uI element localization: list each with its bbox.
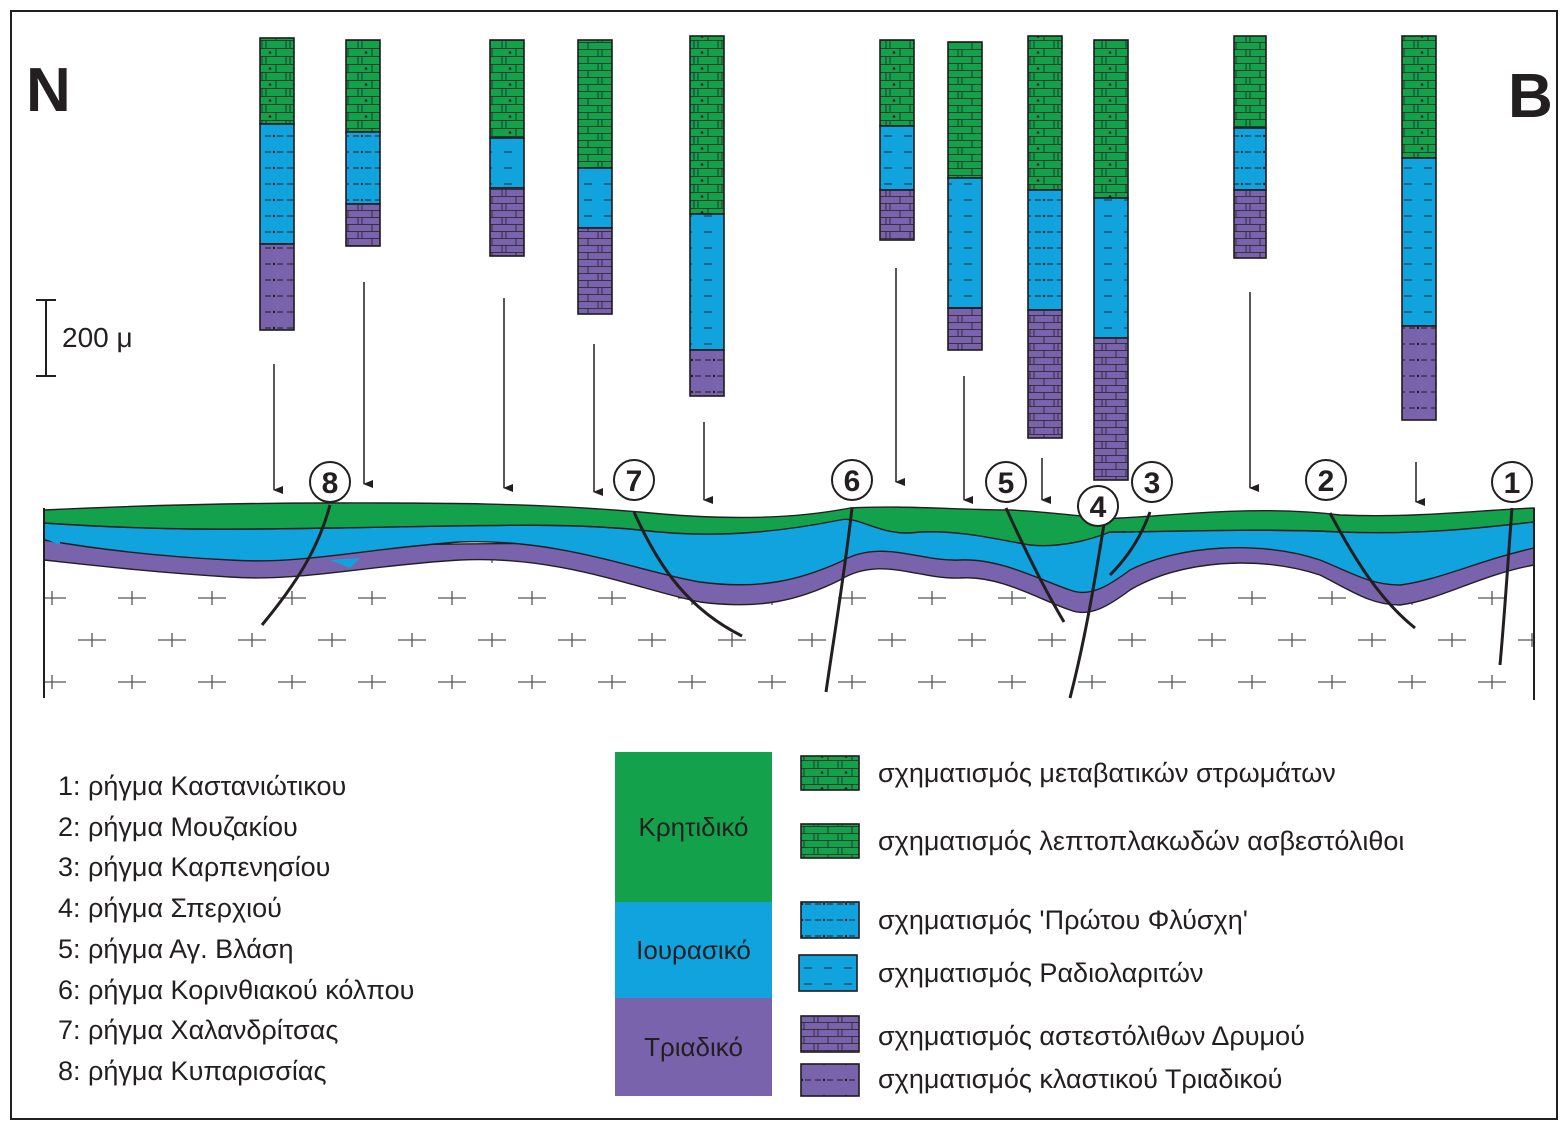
strat-column-2 [345, 39, 381, 247]
scale-bar [36, 299, 56, 377]
legend-swatch-first-flysch [800, 901, 860, 939]
strat-column-1 [259, 37, 295, 331]
fault-legend-item: 6: ρήγμα Κορινθιακού κόλπου [58, 974, 415, 1005]
svg-text:1: 1 [1504, 467, 1521, 500]
legend-swatch-radiolarites [798, 954, 858, 992]
fault-legend-item: 2: ρήγμα Μουζακίου [58, 811, 298, 842]
fault-line-8 [260, 504, 332, 626]
formation-label-first-flysch: σχηματισμός 'Πρώτου Φλύσχη' [878, 905, 1248, 935]
strat-column-10 [1233, 35, 1267, 259]
formation-label-transition-beds: σχηματισμός μεταβατικών στρωμάτων [878, 758, 1336, 788]
formation-label-platy-limestones: σχηματισμός λεπτοπλακωδών ασβεστόλιθοι [878, 826, 1405, 856]
fault-marker-2: 2 [1305, 459, 1347, 501]
strat-column-4 [577, 39, 613, 315]
fault-marker-3: 3 [1131, 461, 1173, 503]
legend-swatch-platy-limestones [800, 823, 860, 859]
period-jurassic: Ιουρασικό [615, 902, 772, 998]
svg-text:2: 2 [1318, 465, 1335, 498]
fault-line-1 [1498, 507, 1514, 666]
fault-legend-item: 8: ρήγμα Κυπαρισσίας [58, 1055, 327, 1086]
formation-label-radiolarites: σχηματισμός Ραδιολαριτών [878, 958, 1204, 988]
scale-bar-label: 200 μ [62, 322, 133, 353]
direction-label-north: N [26, 56, 71, 125]
fault-line-3 [1108, 511, 1152, 577]
fault-legend-list: 1: ρήγμα Καστανιώτικου 2: ρήγμα Μουζακίο… [58, 766, 414, 1092]
fault-line-2 [1328, 512, 1416, 630]
formation-label-drymos-limestones: σχηματισμός αστεστόλιθων Δρυμού [878, 1021, 1305, 1051]
fault-legend-item: 1: ρήγμα Καστανιώτικου [58, 771, 347, 801]
formation-label-clastic-triassic: σχηματισμός κλαστικού Τριαδικού [878, 1064, 1283, 1094]
legend-swatches [798, 755, 860, 1097]
strat-column-11 [1401, 35, 1437, 421]
cross-section [43, 502, 1535, 700]
fault-legend-item: 5: ρήγμα Αγ. Βλάση [58, 933, 294, 964]
fault-marker-1: 1 [1491, 461, 1533, 503]
period-cretaceous: Κρητιδικό [615, 752, 772, 902]
strat-column-8 [1027, 35, 1063, 439]
fault-lines [260, 504, 1514, 699]
svg-text:4: 4 [1090, 491, 1107, 524]
fault-line-6 [824, 507, 854, 693]
fault-line-7 [632, 511, 743, 638]
strat-column-3 [489, 39, 525, 257]
svg-text:5: 5 [998, 467, 1015, 500]
fault-line-5 [1004, 507, 1066, 623]
fault-legend-item: 3: ρήγμα Καρπενησίου [58, 852, 331, 883]
fault-legend-item: 4: ρήγμα Σπερχιού [58, 893, 282, 924]
strat-column-9 [1093, 39, 1129, 481]
strat-columns [259, 35, 1437, 481]
svg-text:3: 3 [1144, 467, 1161, 500]
fault-markers: 8 7 6 5 4 3 2 1 [309, 459, 1533, 527]
fault-legend-item: 7: ρήγμα Χαλανδρίτσας [58, 1015, 339, 1046]
legend-swatch-clastic-triassic [800, 1063, 860, 1097]
svg-text:7: 7 [626, 465, 643, 498]
period-triassic: Τριαδικό [615, 998, 772, 1096]
fault-marker-4: 4 [1077, 485, 1119, 527]
strat-column-5 [689, 35, 725, 397]
figure-frame [10, 10, 1558, 1120]
column-arrows [273, 268, 1425, 506]
svg-text:6: 6 [844, 465, 861, 498]
fault-marker-5: 5 [985, 461, 1027, 503]
legend-swatch-drymos-limestones [800, 1015, 860, 1053]
cretaceous-layer [43, 502, 1535, 547]
fault-marker-8: 8 [309, 461, 351, 503]
fault-line-4 [1068, 517, 1107, 699]
legend-swatch-transition-beds [800, 755, 860, 791]
fault-marker-6: 6 [831, 459, 873, 501]
fault-marker-7: 7 [613, 459, 655, 501]
direction-label-right: B [1508, 62, 1553, 131]
svg-text:8: 8 [322, 467, 339, 500]
strat-column-7 [947, 41, 983, 351]
strat-column-6 [879, 39, 915, 241]
